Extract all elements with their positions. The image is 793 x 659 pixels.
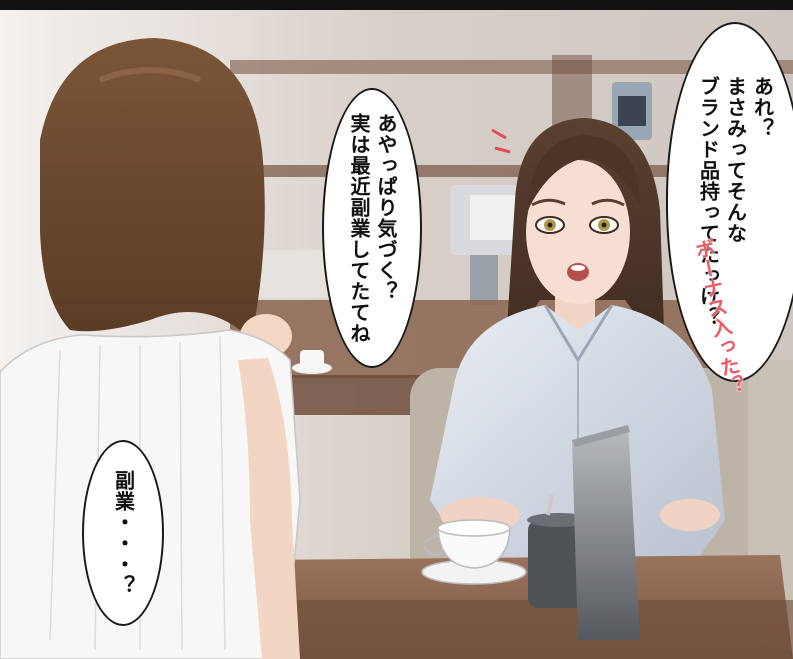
thought-text: 副業・・・？ (111, 470, 136, 596)
speech-bubble-right: あれ？ まさみってそんな ブランド品持ってたっけ？ (666, 22, 793, 382)
speech-text-left: あやっぱり気づく？ 実は最近副業してたてね (347, 112, 398, 344)
speech-bubble-left: あやっぱり気づく？ 実は最近副業してたてね (322, 88, 422, 368)
thought-bubble: 副業・・・？ (82, 440, 164, 626)
speech-text-right: あれ？ まさみってそんな ブランド品持ってたっけ？ (696, 76, 775, 328)
